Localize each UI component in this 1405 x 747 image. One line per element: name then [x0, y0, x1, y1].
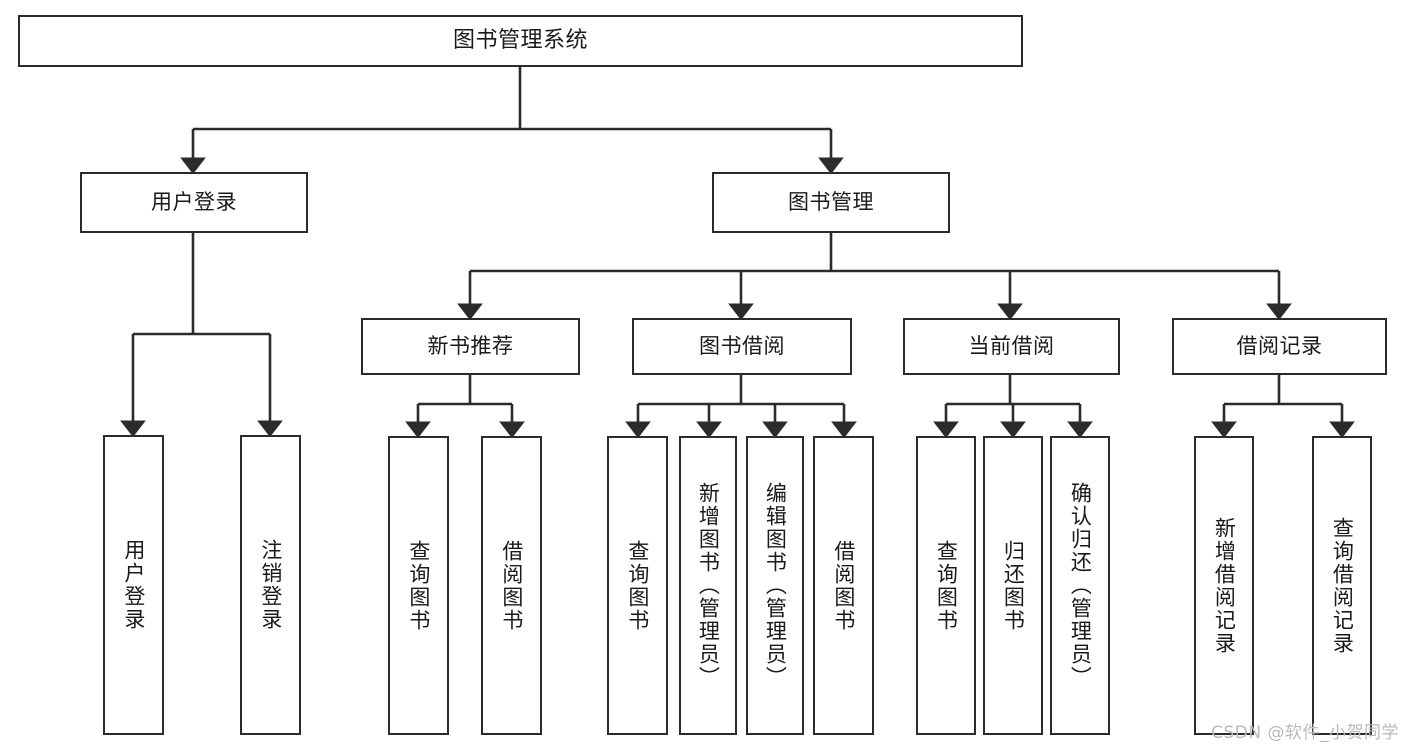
node-label: 借阅图书: [499, 539, 524, 632]
node-book-management[interactable]: 图书管理: [712, 172, 950, 233]
csdn-watermark: CSDN @软件_小贺同学: [1211, 723, 1399, 743]
leaf-current-borrow-return-book[interactable]: 归还图书: [983, 436, 1043, 735]
node-root-book-management-system[interactable]: 图书管理系统: [18, 15, 1023, 67]
node-label: 借阅图书: [831, 539, 856, 632]
node-current-borrow[interactable]: 当前借阅: [903, 318, 1120, 375]
node-label: 新书推荐: [427, 333, 514, 358]
node-label: 新增图书（管理员）: [696, 482, 721, 689]
leaf-book-borrow-edit-book-admin[interactable]: 编辑图书（管理员）: [746, 436, 804, 735]
node-label: 图书借阅: [699, 333, 785, 358]
node-label: 图书管理: [788, 189, 874, 214]
node-label: 用户登录: [121, 539, 146, 631]
leaf-user-login-login[interactable]: 用户登录: [103, 435, 164, 735]
leaf-borrow-record-query-record[interactable]: 查询借阅记录: [1312, 436, 1372, 735]
node-label: 查询图书: [406, 539, 431, 632]
node-label: 图书管理系统: [452, 27, 588, 53]
node-book-borrow[interactable]: 图书借阅: [632, 318, 852, 375]
node-label: 查询借阅记录: [1330, 516, 1355, 655]
node-label: 当前借阅: [968, 333, 1055, 358]
node-label: 编辑图书（管理员）: [763, 482, 788, 689]
node-user-login[interactable]: 用户登录: [80, 172, 308, 233]
node-label: 归还图书: [1001, 539, 1026, 632]
node-label: 查询图书: [934, 539, 959, 632]
node-label: 注销登录: [258, 539, 283, 631]
node-label: 用户登录: [151, 189, 237, 214]
leaf-book-borrow-borrow-book[interactable]: 借阅图书: [813, 436, 874, 735]
leaf-new-book-query-book[interactable]: 查询图书: [388, 436, 449, 735]
leaf-current-borrow-confirm-return-admin[interactable]: 确认归还（管理员）: [1050, 436, 1110, 735]
leaf-borrow-record-add-record[interactable]: 新增借阅记录: [1194, 436, 1254, 735]
node-label: 借阅记录: [1236, 333, 1323, 358]
node-label: 新增借阅记录: [1212, 516, 1237, 655]
node-label: 查询图书: [625, 539, 650, 632]
leaf-current-borrow-query-book[interactable]: 查询图书: [916, 436, 976, 735]
leaf-new-book-borrow-book[interactable]: 借阅图书: [481, 436, 542, 735]
node-borrow-record[interactable]: 借阅记录: [1172, 318, 1387, 375]
node-label: 确认归还（管理员）: [1068, 482, 1093, 689]
leaf-book-borrow-query-book[interactable]: 查询图书: [607, 436, 668, 735]
node-new-book-recommend[interactable]: 新书推荐: [361, 318, 580, 375]
leaf-book-borrow-add-book-admin[interactable]: 新增图书（管理员）: [679, 436, 737, 735]
leaf-user-login-logout[interactable]: 注销登录: [240, 435, 301, 735]
